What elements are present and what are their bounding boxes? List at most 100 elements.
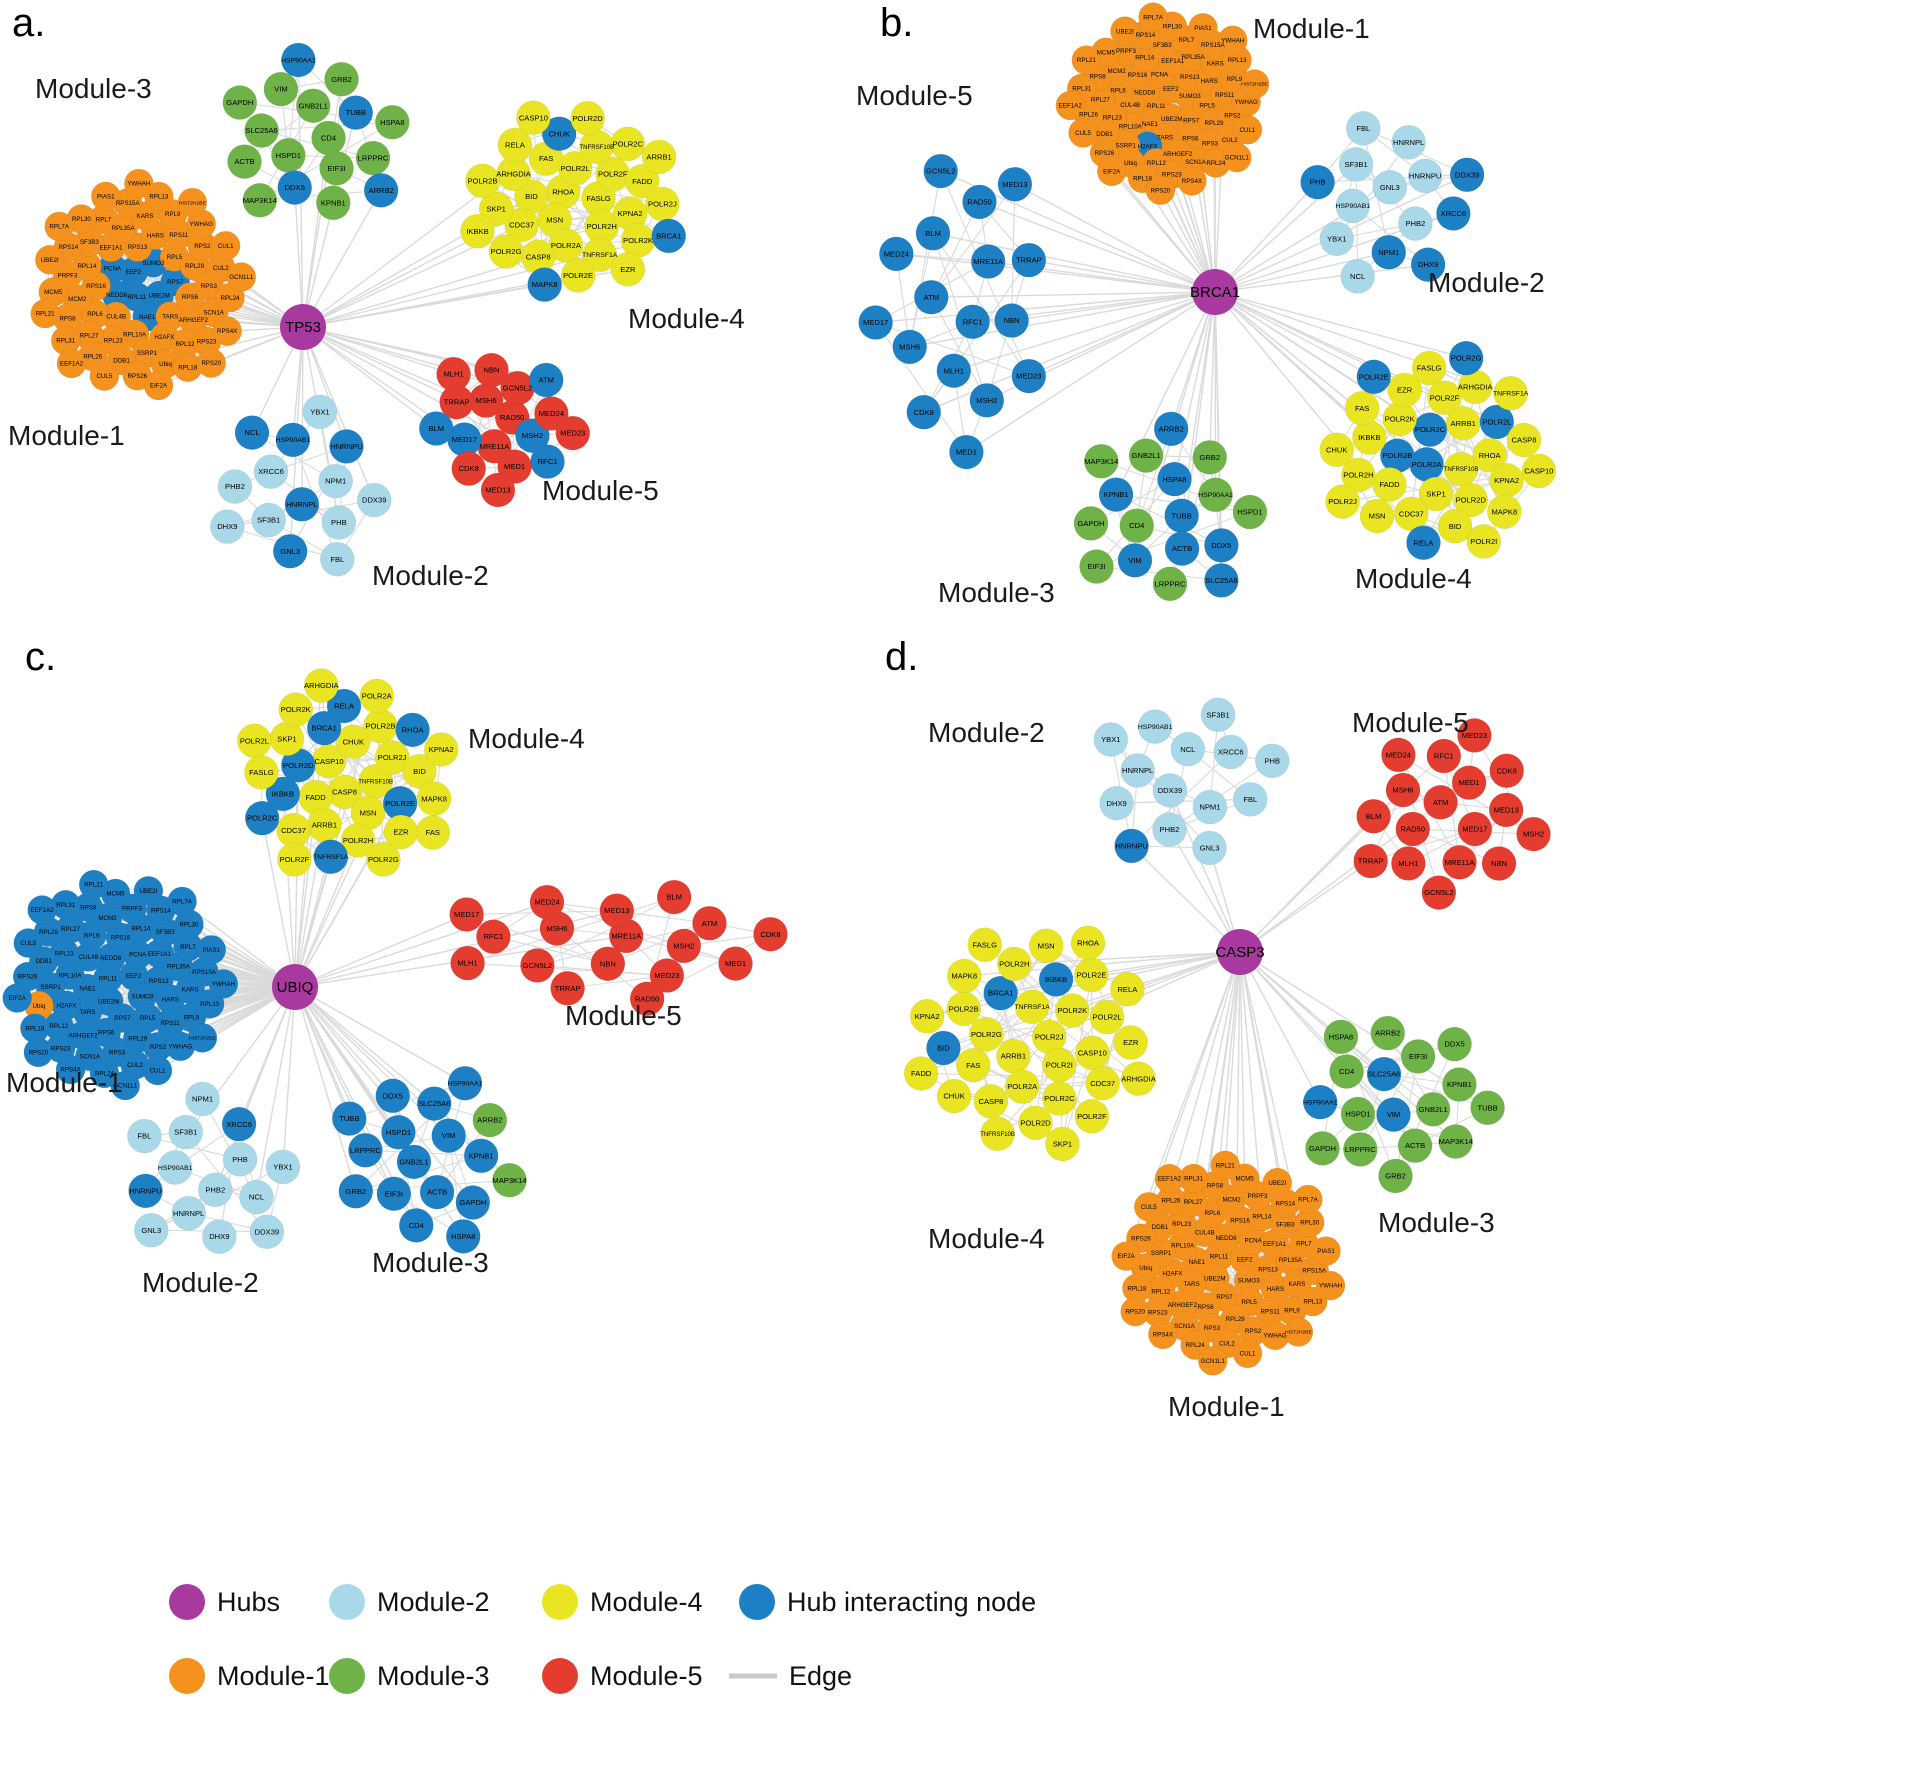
node-label-KPNA2: KPNA2 bbox=[618, 209, 643, 218]
node-BID bbox=[926, 1030, 961, 1066]
node-label-CDK8: CDK8 bbox=[1497, 766, 1517, 775]
node-label-CASP8: CASP8 bbox=[526, 252, 551, 261]
node-label-RPS14: RPS14 bbox=[1136, 32, 1156, 39]
node-label-CUL5: CUL5 bbox=[20, 940, 36, 947]
node-label-SUMO3: SUMO3 bbox=[1238, 1278, 1261, 1285]
node-CUL5 bbox=[1134, 1192, 1164, 1222]
node-label-PIAS1: PIAS1 bbox=[97, 194, 115, 201]
hub-edge bbox=[294, 901, 548, 988]
node-label-FASLG: FASLG bbox=[973, 940, 998, 949]
node-GNL3 bbox=[1192, 830, 1227, 866]
node-BRCA1 bbox=[651, 218, 686, 254]
hub-edge bbox=[932, 232, 1216, 293]
node-label-SLC25A6: SLC25A6 bbox=[418, 1099, 451, 1108]
node-GNL3 bbox=[1372, 170, 1408, 205]
node-label-GCN5L2: GCN5L2 bbox=[503, 384, 533, 393]
node-label-RPL27: RPL27 bbox=[61, 926, 80, 933]
node-label-GRB2: GRB2 bbox=[1199, 453, 1220, 462]
node-label-GRB2: GRB2 bbox=[1385, 1172, 1406, 1181]
node-MLH1 bbox=[450, 945, 485, 981]
node-label-RPL35A: RPL35A bbox=[167, 964, 191, 971]
node-label-UBE2M: UBE2M bbox=[149, 293, 170, 300]
node-label-ACTB: ACTB bbox=[427, 1188, 447, 1197]
node-HIST2H2BE bbox=[1239, 69, 1270, 99]
hub-label-TP53: TP53 bbox=[285, 319, 321, 336]
node-POLR2J bbox=[374, 740, 410, 775]
node-label-GCN1L1: GCN1L1 bbox=[1201, 1358, 1226, 1365]
node-label-RPS13: RPS13 bbox=[128, 244, 148, 251]
node-CUL1 bbox=[1232, 1338, 1263, 1369]
node-label-GAPDH: GAPDH bbox=[1309, 1144, 1336, 1153]
node-FADD bbox=[625, 163, 660, 199]
node-label-YBX1: YBX1 bbox=[310, 407, 329, 416]
node-label-RPL7A: RPL7A bbox=[1143, 14, 1163, 21]
node-label-KPNB1: KPNB1 bbox=[1104, 490, 1129, 499]
node-label-POLR2E: POLR2E bbox=[1076, 971, 1106, 980]
node-ACTB bbox=[1397, 1128, 1433, 1163]
node-HNRNPU bbox=[1407, 158, 1443, 194]
node-POLR2G bbox=[969, 1016, 1004, 1052]
legend-label-hub-interacting-node: Hub interacting node bbox=[787, 1587, 1036, 1617]
node-label-XRCC6: XRCC6 bbox=[226, 1120, 252, 1129]
node-label-RPS20: RPS20 bbox=[201, 360, 221, 367]
hub-edge bbox=[302, 326, 375, 501]
node-label-CDC37: CDC37 bbox=[1399, 509, 1424, 518]
node-label-CD4: CD4 bbox=[1129, 521, 1144, 530]
node-label-CUL1: CUL1 bbox=[150, 1068, 166, 1075]
node-PHB2 bbox=[217, 469, 253, 504]
node-label-HSP90AA1: HSP90AA1 bbox=[281, 57, 316, 64]
node-label-HIST2H2BE: HIST2H2BE bbox=[1241, 82, 1269, 88]
node-label-ARHGEF2: ARHGEF2 bbox=[1163, 151, 1193, 158]
module-label-module-1: Module-1 bbox=[8, 420, 125, 451]
hub-edge bbox=[302, 326, 454, 375]
node-YWHAH bbox=[1315, 1270, 1346, 1301]
node-label-NAE1: NAE1 bbox=[1142, 121, 1159, 128]
node-label-HSPD1: HSPD1 bbox=[1345, 1110, 1370, 1119]
node-label-POLR2L: POLR2L bbox=[240, 736, 269, 745]
node-HSP90AB1 bbox=[1137, 709, 1173, 744]
node-label-UBE2I: UBE2I bbox=[1116, 28, 1134, 35]
node-label-IKBKB: IKBKB bbox=[272, 789, 294, 798]
node-label-CHUK: CHUK bbox=[1326, 445, 1348, 454]
node-label-NPM1: NPM1 bbox=[1378, 248, 1399, 257]
node-MED23 bbox=[1457, 718, 1492, 753]
node-label-MLH1: MLH1 bbox=[457, 959, 477, 968]
node-label-RPS26: RPS26 bbox=[128, 373, 148, 380]
node-label-RPL5: RPL5 bbox=[140, 1015, 156, 1022]
node-label-ARRB1: ARRB1 bbox=[1001, 1052, 1026, 1061]
node-label-RFC1: RFC1 bbox=[963, 317, 983, 326]
node-label-SSRP1: SSRP1 bbox=[1151, 1250, 1172, 1257]
node-label-HARS: HARS bbox=[1201, 78, 1218, 85]
node-label-POLR2F: POLR2F bbox=[280, 855, 310, 864]
node-label-POLR2F: POLR2F bbox=[1430, 393, 1460, 402]
node-label-POLR2K: POLR2K bbox=[281, 705, 311, 714]
node-label-POLR2G: POLR2G bbox=[491, 247, 522, 256]
node-label-POLR2G: POLR2G bbox=[368, 855, 399, 864]
node-label-MLH1: MLH1 bbox=[1398, 859, 1418, 868]
node-CASP8 bbox=[1506, 422, 1542, 458]
node-CUL5 bbox=[89, 361, 120, 391]
node-DHX9 bbox=[1099, 785, 1134, 821]
node-label-MCM2: MCM2 bbox=[1222, 1197, 1241, 1204]
node-label-PRPF3: PRPF3 bbox=[1116, 48, 1137, 55]
node-CHUK bbox=[936, 1078, 972, 1114]
node-label-RPL6: RPL6 bbox=[84, 932, 100, 939]
node-EZR bbox=[1387, 372, 1422, 408]
node-ATM bbox=[1423, 785, 1458, 820]
node-POLR2A bbox=[1004, 1069, 1040, 1104]
node-label-CD4: CD4 bbox=[1339, 1067, 1354, 1076]
hub-edge bbox=[1014, 951, 1241, 965]
node-PHB2 bbox=[1152, 812, 1187, 847]
node-DHX9 bbox=[202, 1219, 237, 1254]
node-label-MSH6: MSH6 bbox=[546, 924, 567, 933]
node-label-CUL2: CUL2 bbox=[127, 1062, 143, 1069]
cluster-edge bbox=[289, 446, 347, 552]
node-label-RPS20: RPS20 bbox=[29, 1049, 49, 1056]
node-MSH2 bbox=[515, 418, 550, 453]
node-MED13 bbox=[1488, 792, 1524, 828]
node-label-SSRP1: SSRP1 bbox=[137, 350, 158, 357]
node-label-EIF3I: EIF3I bbox=[327, 164, 345, 173]
node-RFC1 bbox=[1426, 738, 1462, 774]
node-label-POLR2C: POLR2C bbox=[1415, 425, 1446, 434]
node-label-MRE11A: MRE11A bbox=[611, 931, 642, 940]
